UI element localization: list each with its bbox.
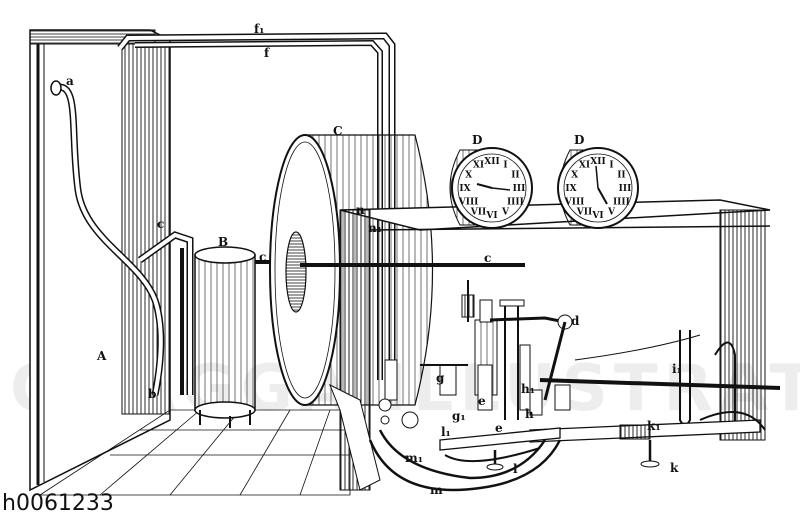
clock-left-numeral: IX bbox=[459, 184, 470, 194]
label-c-axle: c bbox=[259, 250, 266, 264]
image-code: h0061233 bbox=[2, 491, 114, 516]
label-g: g bbox=[436, 371, 445, 385]
lever-l bbox=[439, 427, 561, 471]
label-D-left: D bbox=[472, 133, 482, 147]
label-i1: i₁ bbox=[672, 362, 682, 376]
label-c-pipe: c bbox=[157, 217, 164, 231]
clock-right-numeral: III bbox=[619, 184, 632, 194]
label-k: k bbox=[670, 461, 679, 475]
label-D-right: D bbox=[574, 133, 584, 147]
label-l: l bbox=[513, 462, 518, 476]
clock-right-numeral: II bbox=[617, 171, 625, 181]
clock-left-numeral: V bbox=[501, 207, 510, 217]
clock-right-numeral: IX bbox=[565, 184, 576, 194]
label-b: b bbox=[148, 387, 156, 401]
label-f: f bbox=[264, 46, 270, 60]
label-B: B bbox=[218, 235, 228, 249]
clock-left-numeral: XII bbox=[484, 157, 499, 167]
clock-right-numeral: X bbox=[571, 171, 578, 181]
clock-right-numeral: XII bbox=[590, 157, 605, 167]
label-l1: l₁ bbox=[441, 425, 451, 439]
pipe-a bbox=[50, 80, 165, 396]
cylinder-b bbox=[194, 246, 290, 428]
pipe-m bbox=[368, 429, 562, 492]
clock-right-numeral: VIII bbox=[564, 198, 585, 208]
clock-right-numeral: V bbox=[607, 207, 616, 217]
table bbox=[329, 199, 771, 491]
diagram-labels: a A b c B c C f₁ f D D n n₁ c d i₁ g g₁ … bbox=[66, 22, 682, 497]
clock-left-numeral: VIII bbox=[458, 198, 479, 208]
clock-right-numeral: I bbox=[609, 161, 613, 171]
label-m1: m₁ bbox=[405, 451, 423, 465]
label-g1: g₁ bbox=[452, 409, 466, 423]
wall-a bbox=[29, 29, 171, 492]
label-m: m bbox=[430, 483, 443, 497]
clock-right-numeral: XI bbox=[579, 161, 590, 171]
label-c-right: c bbox=[484, 251, 491, 265]
clock-right-numeral: IIII bbox=[613, 198, 630, 208]
clock-left-numeral: II bbox=[511, 171, 519, 181]
clock-left-numeral: IIII bbox=[507, 198, 524, 208]
label-k1: k₁ bbox=[647, 419, 661, 433]
label-a: a bbox=[66, 74, 74, 88]
label-h1: h₁ bbox=[521, 382, 535, 396]
label-e: e bbox=[478, 394, 486, 408]
clock-left-numeral: I bbox=[503, 161, 507, 171]
clock-left-numeral: III bbox=[513, 184, 526, 194]
clock-left-numeral: XI bbox=[473, 161, 484, 171]
apparatus-instruments bbox=[378, 280, 573, 429]
clock-right-numeral: VII bbox=[576, 207, 592, 217]
label-f1: f₁ bbox=[254, 22, 264, 36]
clock-left-numeral: X bbox=[465, 171, 472, 181]
label-n: n bbox=[356, 203, 365, 217]
label-e1: e bbox=[495, 421, 503, 435]
clock-left-numeral: VII bbox=[470, 207, 486, 217]
label-h: h bbox=[525, 407, 534, 421]
clock-left-numeral: VI bbox=[485, 211, 497, 221]
label-n1: n₁ bbox=[368, 221, 382, 235]
label-C: C bbox=[333, 124, 343, 138]
pipe-c bbox=[137, 231, 194, 395]
label-d: d bbox=[571, 314, 580, 328]
clock-right-numeral: VI bbox=[591, 211, 603, 221]
label-A: A bbox=[96, 349, 107, 363]
